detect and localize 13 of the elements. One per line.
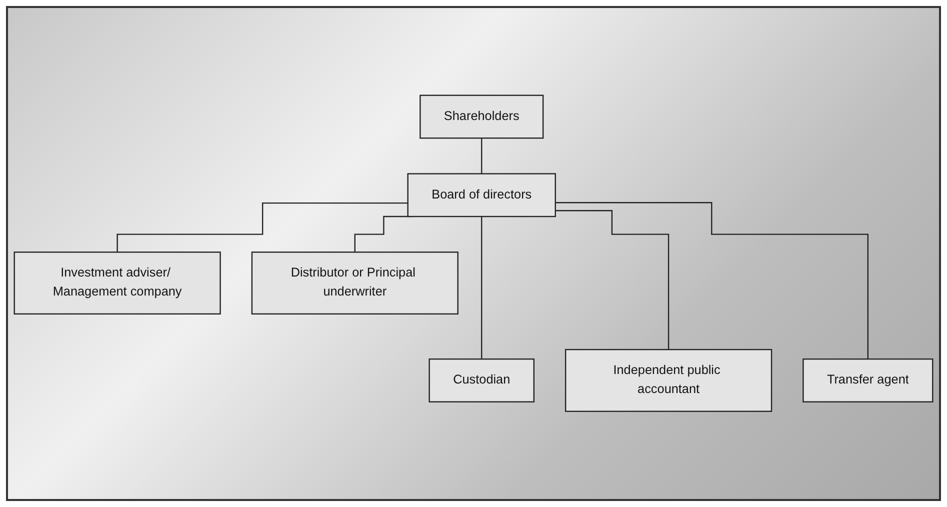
connector bbox=[555, 202, 868, 360]
node-box bbox=[420, 94, 544, 139]
node-box bbox=[251, 252, 458, 315]
connector bbox=[116, 202, 408, 253]
connector bbox=[481, 216, 482, 360]
connector bbox=[481, 138, 482, 174]
node-box bbox=[565, 349, 772, 412]
panel-background: Shareholders Board of directors Investment adviser/ Management company Distributor or Principal underwriter Custodian Independent public accountant Transfer agent bbox=[6, 6, 941, 501]
node-box bbox=[802, 358, 934, 403]
node-box bbox=[14, 252, 221, 315]
node-box bbox=[407, 173, 556, 218]
node-box bbox=[428, 358, 534, 403]
connector bbox=[555, 210, 670, 350]
